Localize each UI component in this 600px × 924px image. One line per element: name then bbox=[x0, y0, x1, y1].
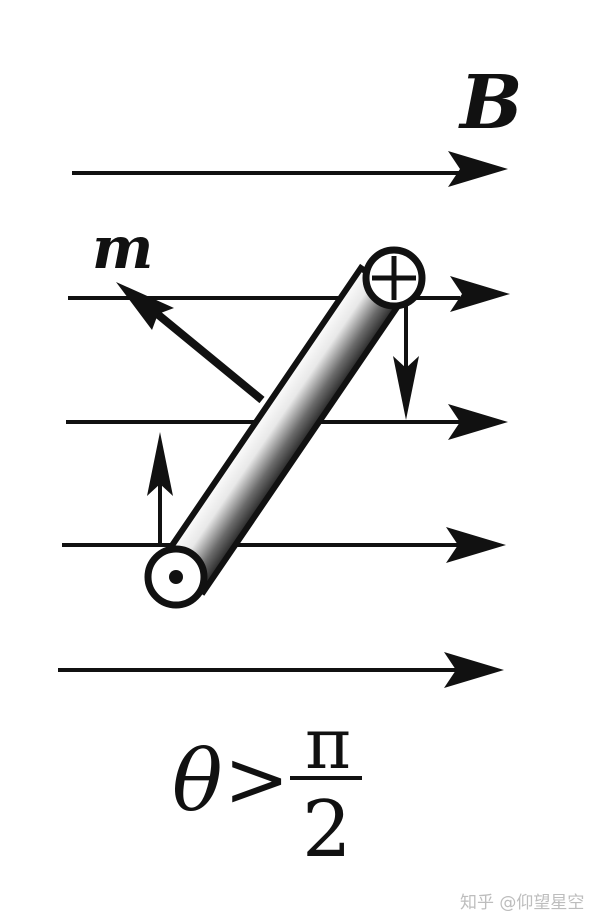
formula-greater-than: > bbox=[224, 735, 289, 825]
field-line-4 bbox=[62, 527, 506, 563]
current-out-of-page-icon bbox=[144, 545, 208, 609]
formula-theta: θ bbox=[172, 732, 223, 830]
formula-numerator: π bbox=[305, 703, 351, 785]
watermark-text: 知乎 @仰望星空 bbox=[460, 893, 584, 913]
field-label-b: B bbox=[458, 60, 523, 146]
angle-condition-formula: θ > π 2 bbox=[172, 703, 362, 875]
moment-label-m: m bbox=[92, 214, 153, 282]
current-into-page-icon bbox=[362, 246, 426, 310]
magnetic-moment-arrow bbox=[116, 282, 265, 404]
field-line-1 bbox=[72, 151, 508, 187]
field-line-5 bbox=[58, 652, 504, 688]
formula-denominator: 2 bbox=[302, 785, 352, 875]
force-arrow-up bbox=[147, 432, 173, 545]
force-arrow-down bbox=[393, 306, 419, 420]
